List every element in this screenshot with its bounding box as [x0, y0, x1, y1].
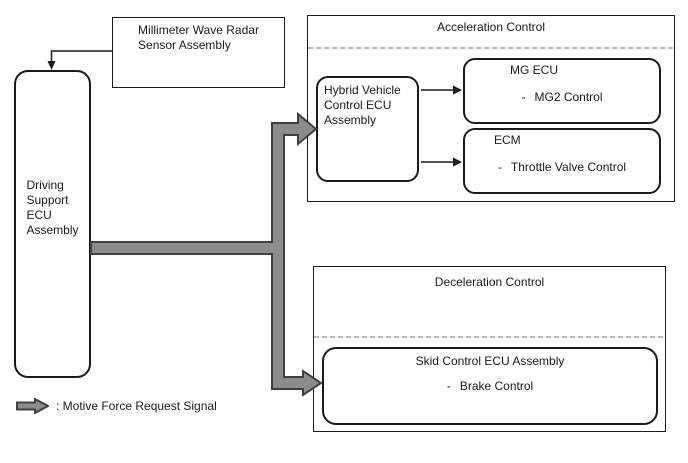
skid-control-ecu-title: Skid Control ECU Assembly	[415, 354, 565, 368]
brake-control-label: Brake Control	[459, 379, 534, 393]
motive-force-arrow-icon	[16, 398, 49, 414]
throttle-valve-control-label: Throttle Valve Control	[510, 160, 627, 174]
dash-bullet: -	[446, 379, 451, 393]
radar-to-driving-arrow	[47, 50, 112, 70]
skid-control-ecu-box: Skid Control ECU Assembly - Brake Contro…	[322, 347, 658, 425]
ecm-box: ECM - Throttle Valve Control	[463, 128, 661, 194]
mg-ecu-title: MG ECU	[510, 63, 558, 77]
throttle-valve-control-item: - Throttle Valve Control	[465, 160, 659, 175]
ecm-title: ECM	[494, 133, 521, 147]
deceleration-control-title: Deceleration Control	[434, 275, 545, 289]
hybrid-vehicle-ecu-box: Hybrid Vehicle Control ECU Assembly	[316, 76, 419, 182]
acceleration-control-title: Acceleration Control	[436, 20, 546, 34]
mg2-control-label: MG2 Control	[534, 90, 603, 104]
motive-force-signal-connector	[90, 111, 323, 397]
radar-sensor-box: Millimeter Wave Radar Sensor Assembly	[112, 17, 285, 88]
hybrid-vehicle-ecu-label: Hybrid Vehicle Control ECU Assembly	[324, 83, 401, 127]
legend-label: : Motive Force Request Signal	[56, 398, 217, 413]
mg2-control-item: - MG2 Control	[465, 90, 659, 105]
dash-bullet: -	[521, 90, 526, 104]
driving-support-ecu-label: Driving Support ECU Assembly	[26, 178, 79, 237]
driving-support-ecu-box: Driving Support ECU Assembly	[14, 70, 91, 378]
legend: : Motive Force Request Signal	[16, 398, 217, 414]
mg-ecu-box: MG ECU - MG2 Control	[463, 58, 661, 124]
radar-sensor-label: Millimeter Wave Radar Sensor Assembly	[138, 23, 259, 52]
dash-bullet: -	[497, 160, 502, 174]
brake-control-item: - Brake Control	[324, 379, 656, 394]
